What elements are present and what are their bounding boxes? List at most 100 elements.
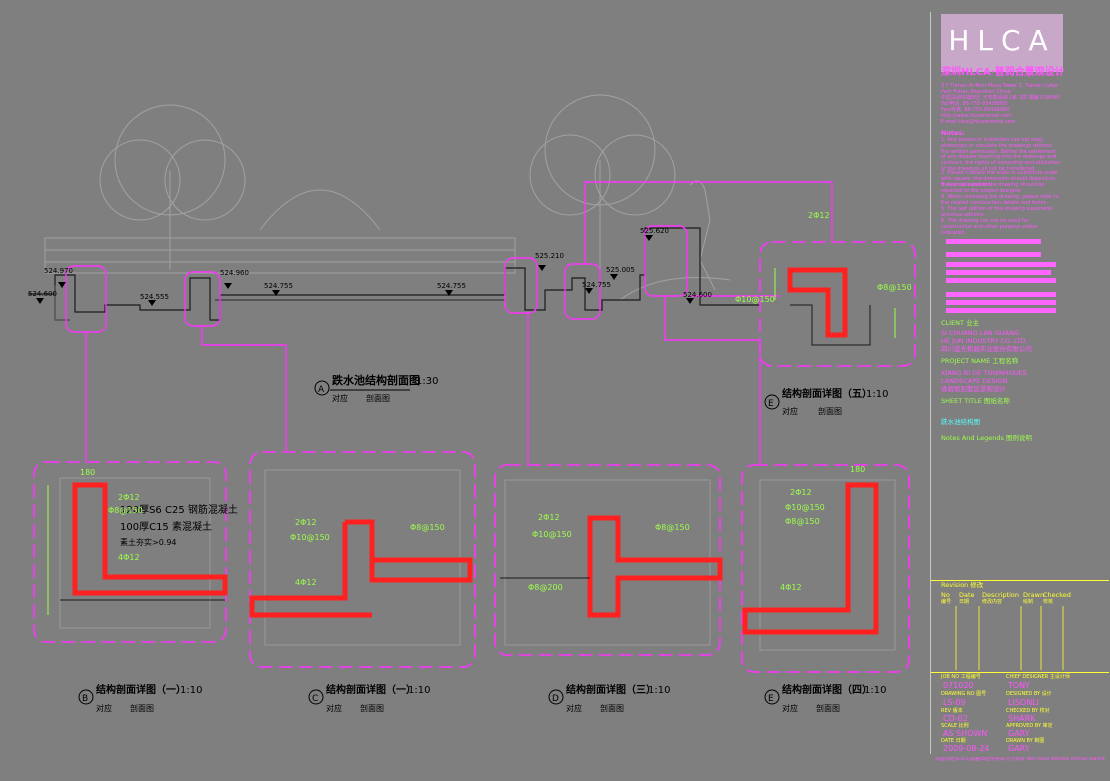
detail-c-title: C 结构剖面详图（一） 1:10 对应 剖面图 bbox=[308, 683, 430, 713]
rev-header-drawn-cn: 绘制 bbox=[1023, 599, 1034, 605]
firm-address-2: Park Futian Shenzhen China bbox=[941, 89, 1011, 95]
rebar-label-e4: 4Φ12 bbox=[780, 583, 802, 592]
detail-five-scale: 1:10 bbox=[866, 389, 888, 400]
rev-value: CD-02 bbox=[943, 714, 968, 723]
dim-label-e: 180 bbox=[850, 465, 865, 474]
detail-five-frame bbox=[759, 241, 916, 367]
project-name-2: LANDSCAPE DESIGN bbox=[941, 377, 1008, 385]
rebar-label-d2: Φ10@150 bbox=[532, 530, 572, 539]
detail-d-letter: D bbox=[552, 694, 559, 704]
note-2: 2. Please indicate the scale or substitu… bbox=[941, 170, 1058, 188]
rebar-label-b2: Φ8@150 bbox=[108, 506, 143, 515]
rev-header-checked-cn: 校核 bbox=[1043, 599, 1054, 605]
detail-five-title: E 结构剖面详图（五） 1:10 对应 剖面图 bbox=[764, 387, 888, 416]
job-no-value: 071020 bbox=[943, 681, 974, 690]
detail-e-letter: E bbox=[768, 694, 774, 704]
project-name-cn: 香碧歌别墅区景观设计 bbox=[941, 385, 1006, 393]
svg-text:524.755: 524.755 bbox=[437, 282, 466, 290]
client-name-1: SI CHUANG LAN GUANG bbox=[941, 329, 1019, 337]
detail-b-title-text: 结构剖面详图（一） bbox=[96, 683, 186, 696]
date-value: 2009-08-24 bbox=[943, 744, 990, 753]
rev-header-no-cn: 编号 bbox=[941, 599, 952, 605]
detail-e-ref-suffix: 剖面图 bbox=[816, 703, 840, 713]
detail-d-title: D 结构剖面详图（三） 1:10 对应 剖面图 bbox=[548, 683, 670, 713]
detail-five-ref: 对应 bbox=[782, 406, 798, 416]
rebar-label-c4: 4Φ12 bbox=[295, 578, 317, 587]
rev-header-date: Date bbox=[959, 591, 975, 599]
rebar-label-f1: 2Φ12 bbox=[808, 211, 830, 220]
main-section-scale: 1:30 bbox=[416, 376, 438, 387]
firm-web: http://www.hlcaoriental.com bbox=[941, 113, 1012, 119]
firm-address-3: 中国深圳市福田区 天安数码城 1栋 3层 邮编 518040 bbox=[941, 95, 1060, 101]
elevation-markers bbox=[36, 235, 694, 306]
detail-e-frame bbox=[741, 464, 910, 673]
rev-header-date-cn: 日期 bbox=[959, 599, 970, 605]
detail-c-title-text: 结构剖面详图（一） bbox=[326, 683, 416, 696]
title-block: HLCA 深圳HLCA·普润合景观设计 3 F Tianan Hi-Tech P… bbox=[930, 12, 1109, 762]
material-note-2: 100厚C15 素混凝土 bbox=[120, 520, 212, 533]
firm-email: E-mail:hlca@hlcaoriental.com bbox=[941, 119, 1016, 125]
detail-e-title-text: 结构剖面详图（四） bbox=[782, 683, 872, 696]
svg-text:525.620: 525.620 bbox=[640, 227, 669, 235]
detail-b-material-notes: 120厚S6 C25 钢筋混凝土 100厚C15 素混凝土 素土夯实>0.94 bbox=[120, 503, 238, 547]
detail-c-scale: 1:10 bbox=[408, 685, 430, 696]
svg-text:524.755: 524.755 bbox=[264, 282, 293, 290]
rebar-label-c3: Φ8@150 bbox=[410, 523, 445, 532]
firm-logo: HLCA bbox=[941, 14, 1063, 72]
firm-fax: Fax/传真: 86-755-83408860 bbox=[941, 107, 1010, 113]
rev-header-desc: Description bbox=[982, 591, 1020, 599]
background-elevation-ghost bbox=[44, 94, 731, 301]
svg-text:524.960: 524.960 bbox=[220, 269, 249, 277]
rev-header-checked: Checked bbox=[1043, 591, 1071, 599]
main-section-letter: A bbox=[318, 385, 325, 395]
rebar-annotations: 2Φ12 Φ8@150 4Φ12 2Φ12 Φ10@150 Φ8@150 4Φ1… bbox=[80, 211, 912, 592]
detail-e-title: E 结构剖面详图（四） 1:10 对应 剖面图 bbox=[764, 683, 886, 713]
detail-c-frame bbox=[249, 451, 476, 668]
client-label: CLIENT 业主 bbox=[941, 319, 980, 327]
rebar-label-b1: 2Φ12 bbox=[118, 493, 140, 502]
main-section-ref-prefix: 对应 bbox=[332, 393, 348, 403]
detail-b-ref: 对应 bbox=[96, 703, 112, 713]
detail-five-letter: E bbox=[768, 399, 774, 409]
note-6: 6. The drawing can not be used for const… bbox=[941, 218, 1038, 236]
rebar-label-f2: Φ10@150 bbox=[735, 295, 775, 304]
detail-c-ref-suffix: 剖面图 bbox=[360, 703, 384, 713]
note-5: 5. The last edition of this drawing supe… bbox=[941, 206, 1053, 218]
rebar-label-e3: Φ8@150 bbox=[785, 517, 820, 526]
detail-d-title-text: 结构剖面详图（三） bbox=[566, 683, 656, 696]
drawing-no-value: LS-09 bbox=[943, 698, 966, 707]
detail-b-ref-suffix: 剖面图 bbox=[130, 703, 154, 713]
main-section-title: A 跌水池结构剖面图 1:30 对应 剖面图 bbox=[314, 373, 438, 403]
rebar-label-b3: 4Φ12 bbox=[118, 553, 140, 562]
dim-label-b: 180 bbox=[80, 468, 95, 477]
firm-tel: Tel/电话: 86-755-83408800 bbox=[941, 101, 1008, 107]
magenta-callout-frames-main bbox=[65, 181, 833, 465]
footer-note: 本图须经本公司加盖出图专用章方为有效 Not valid without off… bbox=[935, 757, 1105, 762]
rev-header-drawn: Drawn bbox=[1023, 591, 1045, 599]
main-section-profile bbox=[28, 227, 760, 321]
rev-header-no: No bbox=[941, 591, 950, 599]
detail-five-title-text: 结构剖面详图（五） bbox=[782, 387, 872, 400]
svg-text:524.600: 524.600 bbox=[683, 291, 712, 299]
note-3: 3. Any omission of the drawing should be… bbox=[941, 182, 1045, 194]
detail-d-frame bbox=[494, 464, 723, 656]
checked-by-value: SHARK bbox=[1008, 714, 1036, 723]
note-4: 4. When reviewing the drawing, please re… bbox=[941, 194, 1059, 206]
detail-b-title: B 结构剖面详图（一） 1:10 对应 剖面图 bbox=[78, 683, 202, 713]
detail-c-ref: 对应 bbox=[326, 703, 342, 713]
detail-c-letter: C bbox=[312, 694, 318, 704]
sheet-title-label: SHEET TITLE 图纸名称 bbox=[941, 397, 1010, 405]
detail-e-scale: 1:10 bbox=[864, 685, 886, 696]
client-name-2: HE JUN INDUSTRY CO. LTD. bbox=[941, 337, 1028, 345]
notes-title: Notes: bbox=[941, 129, 965, 137]
logo-text: HLCA bbox=[948, 24, 1056, 57]
approved-by-value: GARY bbox=[1008, 729, 1030, 738]
drawn-by-value: GARY bbox=[1008, 744, 1030, 753]
revision-label: Revision 修改 bbox=[941, 581, 984, 589]
detail-b-letter: B bbox=[82, 694, 88, 704]
svg-text:524.555: 524.555 bbox=[140, 293, 169, 301]
legend-label: Notes And Legends 图例说明 bbox=[941, 434, 1032, 442]
rebar-label-d4: Φ8@200 bbox=[528, 583, 563, 592]
